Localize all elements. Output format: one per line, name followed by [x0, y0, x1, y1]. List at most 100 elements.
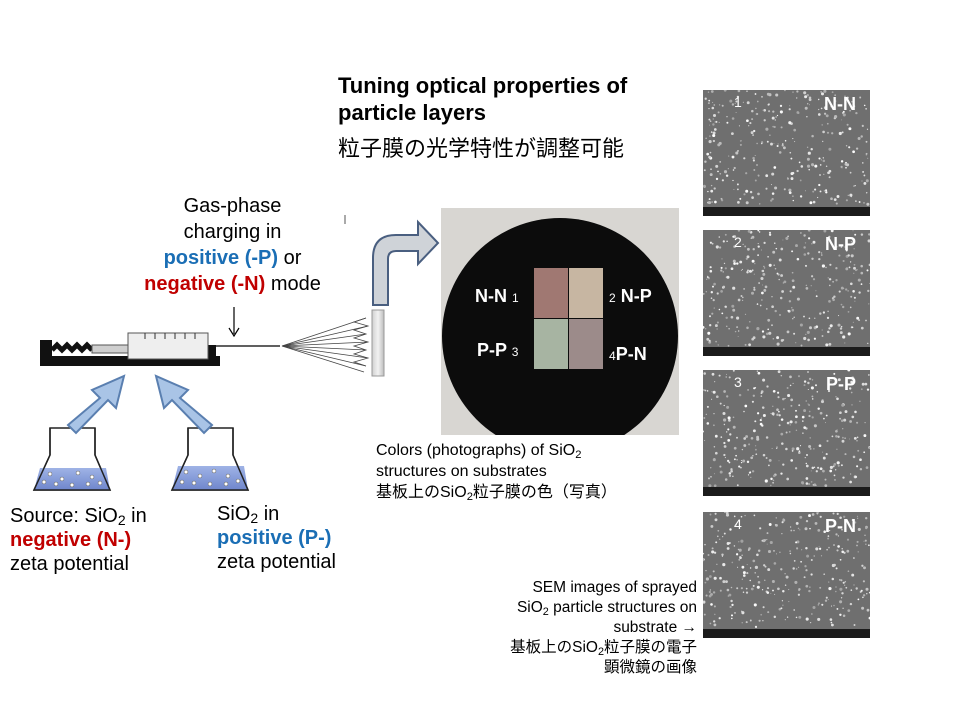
sem-particle [726, 116, 728, 118]
sem-particle [823, 573, 826, 576]
sem-particle [844, 245, 847, 249]
sem-particle [757, 581, 761, 584]
sem-particle [713, 424, 715, 427]
sem-particle [801, 415, 805, 419]
sem-particle [771, 116, 775, 120]
sem-particle [714, 451, 718, 455]
sem-particle [820, 92, 825, 96]
sem-particle [853, 624, 856, 626]
sem-particle [728, 461, 731, 464]
sem-particle [844, 580, 847, 583]
photo-label-pp-num: 3 [511, 345, 519, 359]
sem-particle [816, 391, 819, 393]
sem-particle [839, 327, 843, 330]
sem-particle [711, 312, 714, 315]
sem-particle [807, 482, 811, 486]
sem-particle [730, 586, 733, 589]
sem-particle [808, 445, 812, 448]
sem-caption-jp2: 顕微鏡の画像 [603, 659, 697, 676]
sem-particle [736, 316, 740, 320]
sem-particle [867, 342, 869, 345]
sem-particle [808, 377, 812, 381]
sem-particle [770, 184, 773, 186]
sem-particle [778, 460, 780, 462]
sem-particle [853, 584, 855, 586]
sem-particle [750, 291, 755, 295]
sem-particle [759, 422, 763, 426]
sem-panel-pp-num: 3 [734, 374, 742, 390]
sem-particle [764, 565, 767, 568]
sem-particle [779, 551, 781, 554]
sem-particle [752, 455, 754, 457]
sem-particle [828, 235, 831, 239]
sem-particle [779, 110, 783, 114]
sem-particle [820, 400, 825, 404]
sem-particle [766, 385, 769, 388]
sem-particle [772, 479, 775, 482]
sem-particle [833, 198, 837, 201]
sem-particle [845, 288, 848, 291]
sem-particle [850, 241, 853, 243]
sem-particle [772, 337, 775, 340]
photo-label-pn-num: 4 [609, 349, 616, 363]
sem-particle [726, 542, 730, 545]
sem-particle [807, 237, 811, 240]
sem-particle [808, 410, 811, 413]
sem-particle [819, 515, 822, 518]
sem-particle [852, 321, 854, 323]
sem-particle [809, 201, 813, 205]
sem-particle [825, 414, 828, 417]
sem-particle [712, 118, 714, 120]
sem-particle [765, 127, 769, 131]
sem-particle [736, 183, 739, 186]
sem-particle [718, 617, 721, 620]
sem-particle [741, 554, 743, 556]
sem-particle [706, 276, 709, 279]
sem-particle [776, 114, 779, 117]
sem-particle [858, 291, 861, 294]
sem-particle [722, 411, 726, 416]
sem-particle [813, 337, 816, 340]
sem-particle [753, 286, 756, 289]
sem-particle [740, 515, 743, 518]
sem-particle [793, 529, 795, 532]
sem-particle [832, 465, 835, 468]
sem-particle [866, 593, 868, 595]
sem-particle [739, 140, 742, 142]
sample-np [569, 268, 603, 318]
sem-particle [830, 621, 833, 624]
sem-particle [780, 374, 783, 377]
sem-particle [709, 120, 712, 122]
sem-particle [811, 466, 815, 470]
sem-particle [793, 609, 796, 611]
sem-particle [828, 546, 830, 549]
sem-particle [865, 108, 867, 110]
sem-particle [745, 201, 749, 205]
sem-particle [813, 424, 817, 428]
sem-particle [705, 413, 707, 415]
sem-particle [822, 456, 826, 460]
sem-particle [863, 174, 866, 177]
sem-particle [835, 245, 838, 248]
sem-particle [791, 271, 794, 274]
sem-particle [843, 515, 846, 518]
sem-particle [809, 621, 812, 624]
sem-particle [728, 155, 730, 157]
sem-particle [726, 275, 730, 279]
sem-particle [730, 132, 734, 136]
sem-particle [749, 321, 751, 323]
source-positive-line1: SiO2 in [217, 502, 377, 526]
sem-particle [782, 282, 784, 284]
sem-particle [800, 481, 805, 485]
sem-particle [841, 119, 843, 121]
sem-particle [782, 604, 784, 606]
sem-particle [752, 559, 756, 563]
sem-particle [820, 159, 822, 161]
sem-particle [817, 466, 820, 469]
sem-particle [729, 99, 733, 103]
sem-particle [818, 257, 821, 261]
sem-particle [830, 230, 834, 233]
sem-particle [703, 558, 705, 562]
sem-particle [786, 477, 790, 481]
sem-texture-3 [703, 370, 870, 488]
